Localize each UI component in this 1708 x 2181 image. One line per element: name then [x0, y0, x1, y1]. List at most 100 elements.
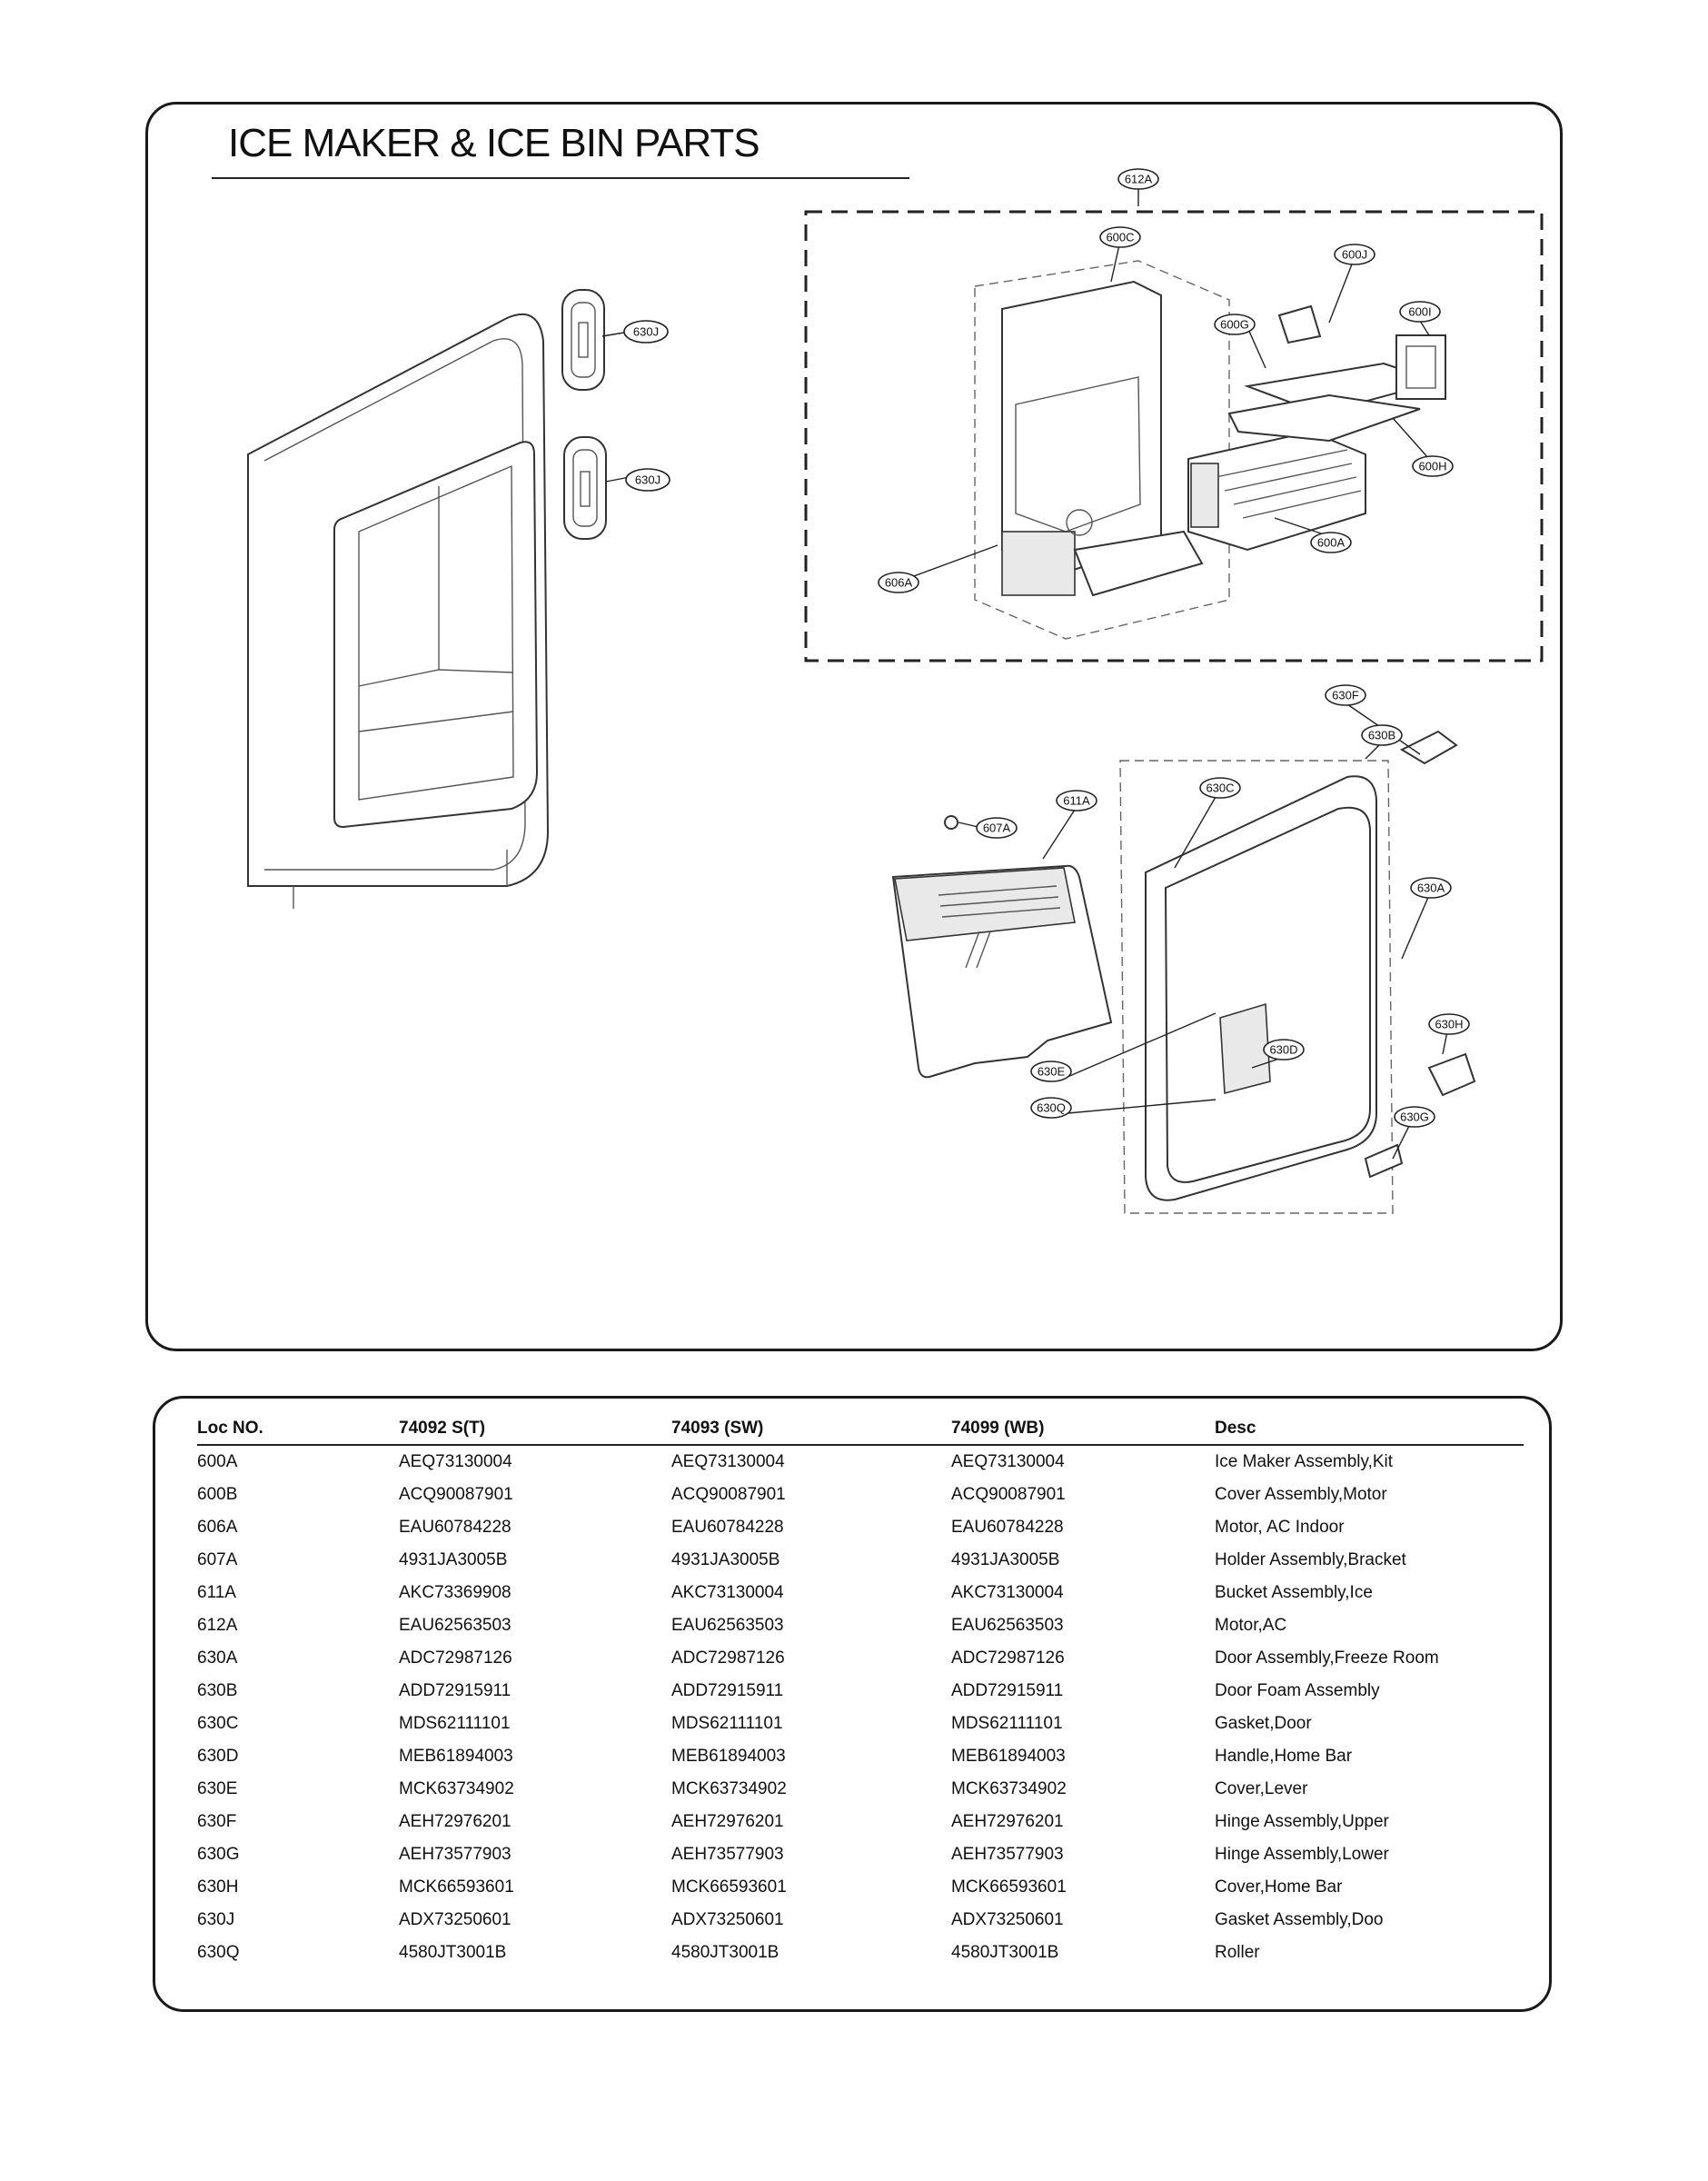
- cell-desc: Door Assembly,Freeze Room: [1215, 1648, 1439, 1668]
- cell-part-74093: 4580JT3001B: [671, 1943, 780, 1962]
- callout-611a: 611A: [1056, 790, 1097, 812]
- page-title: ICE MAKER & ICE BIN PARTS: [228, 121, 760, 165]
- cell-part-74099: MDS62111101: [951, 1714, 1063, 1733]
- callout-630a: 630A: [1410, 877, 1452, 899]
- cell-part-74092: AEQ73130004: [399, 1452, 512, 1471]
- cell-part-74099: 4580JT3001B: [951, 1943, 1059, 1962]
- home-bar-door: [1145, 775, 1377, 1201]
- parts-table: Loc NO. 74092 S(T) 74093 (SW) 74099 (WB)…: [197, 1411, 1524, 1969]
- cell-loc-no: 630G: [197, 1845, 240, 1864]
- callout-600h: 600H: [1412, 455, 1454, 477]
- svg-text:630A: 630A: [1417, 881, 1445, 895]
- header-74092: 74092 S(T): [399, 1411, 671, 1446]
- svg-text:600A: 600A: [1317, 536, 1346, 550]
- header-desc: Desc: [1215, 1411, 1524, 1446]
- cell-part-74092: AEH72976201: [399, 1812, 511, 1831]
- cell-desc: Motor,AC: [1215, 1616, 1287, 1635]
- cell-part-74099: MCK66593601: [951, 1877, 1067, 1897]
- header-74099: 74099 (WB): [951, 1411, 1215, 1446]
- svg-text:630H: 630H: [1435, 1018, 1463, 1031]
- cell-part-74092: ACQ90087901: [399, 1485, 513, 1504]
- callout-630q: 630Q: [1030, 1097, 1072, 1119]
- svg-text:607A: 607A: [983, 822, 1011, 835]
- cell-part-74099: AKC73130004: [951, 1583, 1064, 1602]
- svg-text:600J: 600J: [1342, 248, 1367, 262]
- callout-600g: 600G: [1214, 314, 1256, 335]
- bracket-600h: [1227, 393, 1421, 443]
- cell-part-74093: AEH73577903: [671, 1845, 784, 1864]
- cell-part-74099: ADD72915911: [951, 1681, 1064, 1700]
- cell-desc: Door Foam Assembly: [1215, 1681, 1380, 1700]
- svg-text:630D: 630D: [1269, 1043, 1297, 1057]
- callout-630e: 630E: [1030, 1061, 1072, 1082]
- cell-desc: Motor, AC Indoor: [1215, 1518, 1345, 1537]
- cell-desc: Holder Assembly,Bracket: [1215, 1550, 1406, 1569]
- cell-part-74092: MCK66593601: [399, 1877, 514, 1897]
- cell-loc-no: 630H: [197, 1877, 239, 1897]
- parts-table-panel: Loc NO. 74092 S(T) 74093 (SW) 74099 (WB)…: [153, 1396, 1552, 2012]
- door-group-outline: [1119, 760, 1394, 1214]
- header-74093: 74093 (SW): [671, 1411, 951, 1446]
- cell-part-74099: MCK63734902: [951, 1779, 1067, 1798]
- gasket-630j-upper: [561, 289, 605, 391]
- cell-part-74092: ADC72987126: [399, 1648, 512, 1668]
- cell-part-74093: MDS62111101: [671, 1714, 783, 1733]
- cell-part-74093: MEB61894003: [671, 1747, 786, 1766]
- cell-part-74092: 4931JA3005B: [399, 1550, 508, 1569]
- callout-630d: 630D: [1263, 1039, 1305, 1061]
- cell-desc: Roller: [1215, 1943, 1260, 1962]
- table-row: 600A AEQ73130004 AEQ73130004 AEQ73130004 Ice…: [197, 1445, 1524, 1479]
- table-row: 630H MCK66593601 MCK66593601 MCK66593601 Cov…: [197, 1871, 1524, 1904]
- cell-part-74099: MEB61894003: [951, 1747, 1066, 1766]
- cell-part-74093: AEQ73130004: [671, 1452, 785, 1471]
- part-600j: [1277, 304, 1322, 344]
- ice-maker-assembly: [1187, 430, 1366, 552]
- svg-text:612A: 612A: [1125, 173, 1153, 186]
- cell-part-74099: ACQ90087901: [951, 1485, 1066, 1504]
- cell-part-74092: 4580JT3001B: [399, 1943, 507, 1962]
- svg-text:600G: 600G: [1220, 318, 1249, 332]
- ice-maker-housing: [974, 260, 1230, 640]
- svg-text:611A: 611A: [1063, 794, 1090, 808]
- cell-loc-no: 630F: [197, 1812, 237, 1831]
- cell-desc: Bucket Assembly,Ice: [1215, 1583, 1373, 1602]
- cell-loc-no: 630D: [197, 1747, 239, 1766]
- cell-part-74099: AEH73577903: [951, 1845, 1064, 1864]
- cell-desc: Gasket,Door: [1215, 1714, 1312, 1733]
- cell-part-74092: ADX73250601: [399, 1910, 511, 1929]
- cell-part-74093: ADC72987126: [671, 1648, 785, 1668]
- cell-desc: Cover,Home Bar: [1215, 1877, 1343, 1897]
- svg-text:630C: 630C: [1206, 782, 1234, 795]
- callout-600a: 600A: [1310, 532, 1352, 553]
- callout-600i: 600I: [1399, 301, 1441, 323]
- gasket-630j-lower: [563, 436, 607, 540]
- svg-text:630E: 630E: [1038, 1065, 1066, 1079]
- table-header-row: Loc NO. 74092 S(T) 74093 (SW) 74099 (WB)…: [197, 1411, 1524, 1446]
- cell-desc: Hinge Assembly,Upper: [1215, 1812, 1389, 1831]
- cell-part-74092: EAU60784228: [399, 1518, 511, 1537]
- cell-part-74099: 4931JA3005B: [951, 1550, 1060, 1569]
- cell-part-74099: EAU62563503: [951, 1616, 1064, 1635]
- cell-desc: Ice Maker Assembly,Kit: [1215, 1452, 1394, 1471]
- exploded-parts-diagram: 612A 600C 600J 600I 600G 600H 600A 606A …: [247, 168, 1544, 1214]
- cell-loc-no: 611A: [197, 1583, 236, 1602]
- cell-part-74093: MCK66593601: [671, 1877, 787, 1897]
- cell-desc: Gasket Assembly,Doo: [1215, 1910, 1384, 1929]
- hinge-lower-630g: [1364, 1143, 1404, 1179]
- cell-part-74099: AEQ73130004: [951, 1452, 1065, 1471]
- parts-table-body: 600A AEQ73130004 AEQ73130004 AEQ73130004 Ice…: [197, 1445, 1524, 1969]
- cell-desc: Cover Assembly,Motor: [1215, 1485, 1387, 1504]
- cell-loc-no: 630A: [197, 1648, 238, 1668]
- cell-loc-no: 600A: [197, 1452, 238, 1471]
- hinge-upper-630f: [1399, 730, 1458, 765]
- cell-part-74099: ADX73250601: [951, 1910, 1064, 1929]
